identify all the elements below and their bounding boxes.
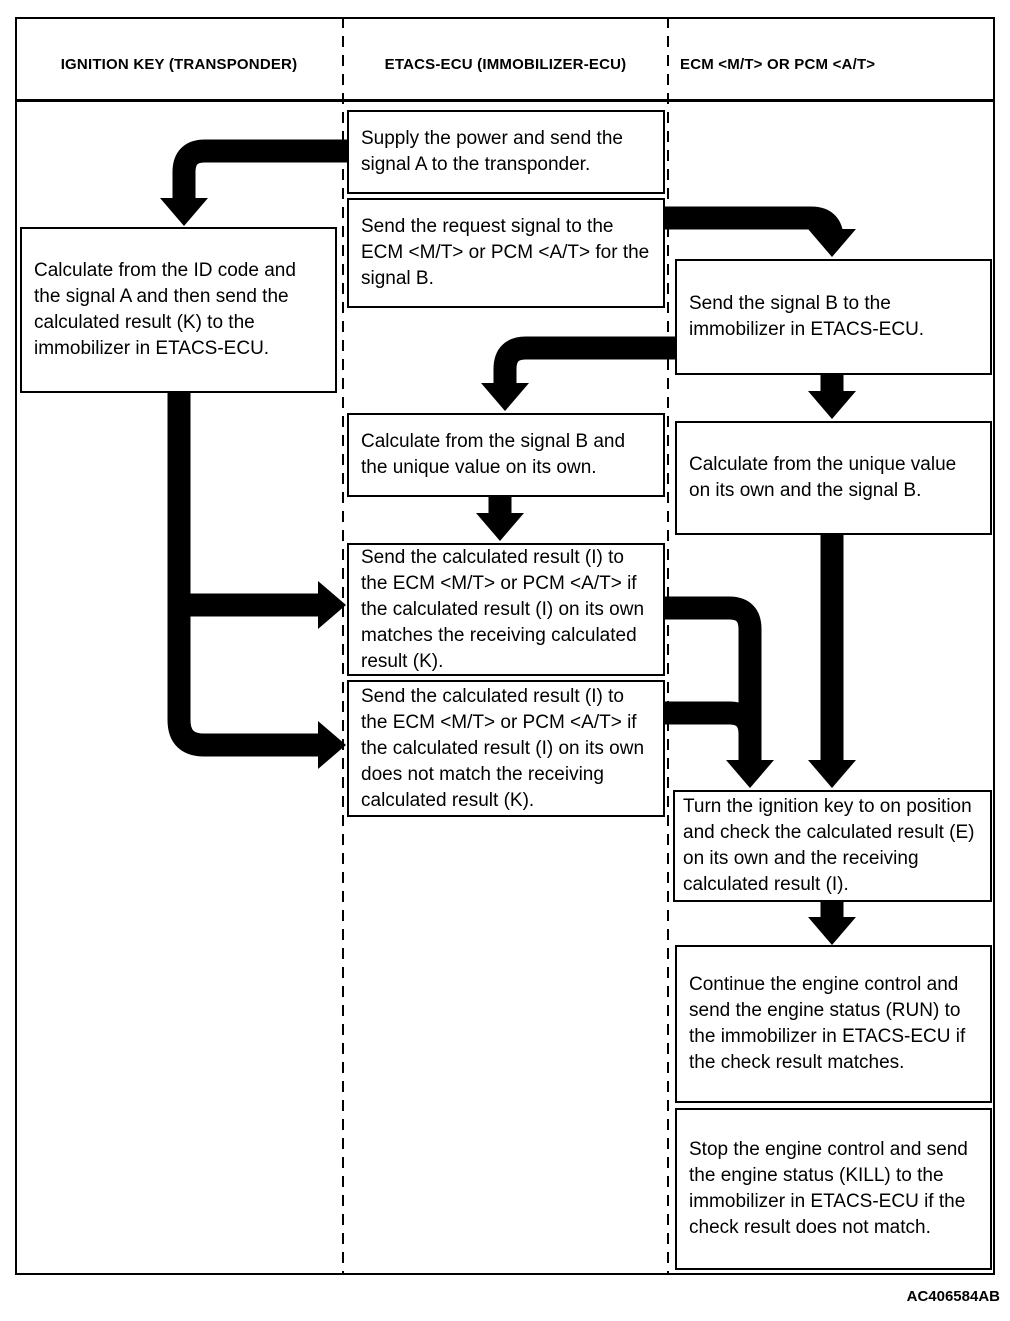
column-divider-1 bbox=[342, 17, 344, 1275]
column-header-etacs-ecu: ETACS-ECU (IMMOBILIZER-ECU) bbox=[384, 55, 627, 73]
column-divider-2 bbox=[667, 17, 669, 1275]
figure-code: AC406584AB bbox=[906, 1288, 1000, 1305]
flow-box-supply-power: Supply the power and send the signal A t… bbox=[347, 110, 665, 194]
flow-box-send-result-match: Send the calculated result (I) to the EC… bbox=[347, 543, 665, 676]
flow-box-calc-signal-b: Calculate from the signal B and the uniq… bbox=[347, 413, 665, 497]
arrowhead-down-turn-key-right bbox=[808, 760, 856, 788]
arrow-no-match-to-turn-key bbox=[664, 701, 762, 735]
arrow-calc-id-to-no-match bbox=[167, 390, 320, 757]
arrowhead-down-calc-unique bbox=[808, 391, 856, 419]
arrow-supply-to-calc-id bbox=[172, 139, 348, 200]
column-header-ecm-pcm: ECM <M/T> OR PCM <A/T> bbox=[680, 55, 876, 73]
flow-box-send-request: Send the request signal to the ECM <M/T>… bbox=[347, 198, 665, 308]
arrowhead-down-send-match bbox=[476, 513, 524, 541]
arrowhead-right-send-no-match bbox=[318, 721, 346, 769]
header-separator bbox=[15, 99, 995, 102]
column-header-ignition-key: IGNITION KEY (TRANSPONDER) bbox=[60, 55, 298, 73]
arrowhead-right-send-match bbox=[318, 581, 346, 629]
flow-box-stop-engine: Stop the engine control and send the eng… bbox=[675, 1108, 992, 1270]
arrowhead-down-continue bbox=[808, 917, 856, 945]
arrowhead-down-signal-b bbox=[808, 229, 856, 257]
flow-box-continue-engine: Continue the engine control and send the… bbox=[675, 945, 992, 1103]
flow-box-turn-ignition-key: Turn the ignition key to on position and… bbox=[673, 790, 992, 902]
outer-frame bbox=[15, 17, 995, 1275]
flow-box-calc-unique-value: Calculate from the unique value on its o… bbox=[675, 421, 992, 535]
flow-box-calc-id-code: Calculate from the ID code and the signa… bbox=[20, 227, 337, 393]
arrowhead-down-turn-key-left bbox=[726, 760, 774, 788]
flow-box-send-result-no-match: Send the calculated result (I) to the EC… bbox=[347, 680, 665, 817]
arrow-signal-b-to-calc bbox=[493, 336, 676, 385]
arrowhead-down-calc-id bbox=[160, 198, 208, 226]
arrow-match-to-turn-key bbox=[664, 596, 762, 760]
flow-box-send-signal-b: Send the signal B to the immobilizer in … bbox=[675, 259, 992, 375]
arrow-request-to-signal-b bbox=[664, 206, 844, 240]
arrowhead-down-calc-signal-b bbox=[481, 383, 529, 411]
